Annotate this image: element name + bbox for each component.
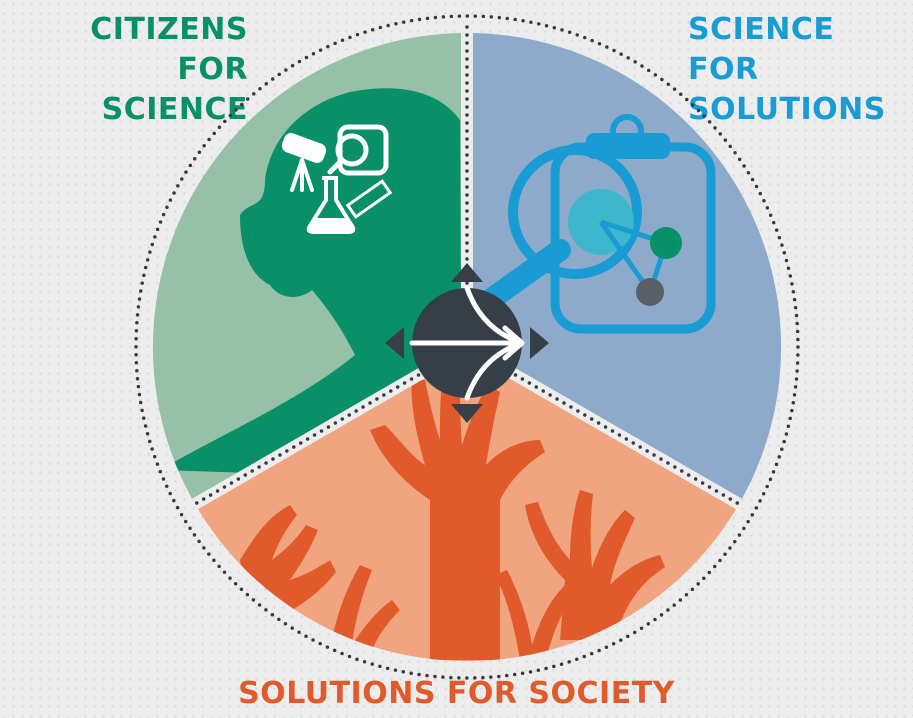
- label-line: SCIENCE FOR: [688, 12, 835, 87]
- label-solutions-for-society: SOLUTIONS FOR SOCIETY: [0, 674, 913, 714]
- compass-arrow-icon: [385, 263, 549, 423]
- label-line: SCIENCE: [101, 92, 248, 127]
- ruler-icon: [345, 179, 393, 219]
- label-line: SOLUTIONS FOR SOCIETY: [238, 676, 675, 711]
- flask-icon: [306, 176, 356, 234]
- telescope-icon: [281, 133, 327, 192]
- label-science-for-solutions: SCIENCE FOR SOLUTIONS: [688, 10, 908, 130]
- label-line: CITIZENS FOR: [90, 12, 248, 87]
- dotted-divider: [193, 23, 741, 506]
- label-citizens-for-science: CITIZENS FOR SCIENCE: [18, 10, 248, 130]
- outer-dotted-ring: [134, 14, 800, 680]
- clipboard-magnifier-icon: [479, 114, 716, 334]
- label-line: SOLUTIONS: [688, 92, 886, 127]
- magnifier-icon: [327, 124, 389, 176]
